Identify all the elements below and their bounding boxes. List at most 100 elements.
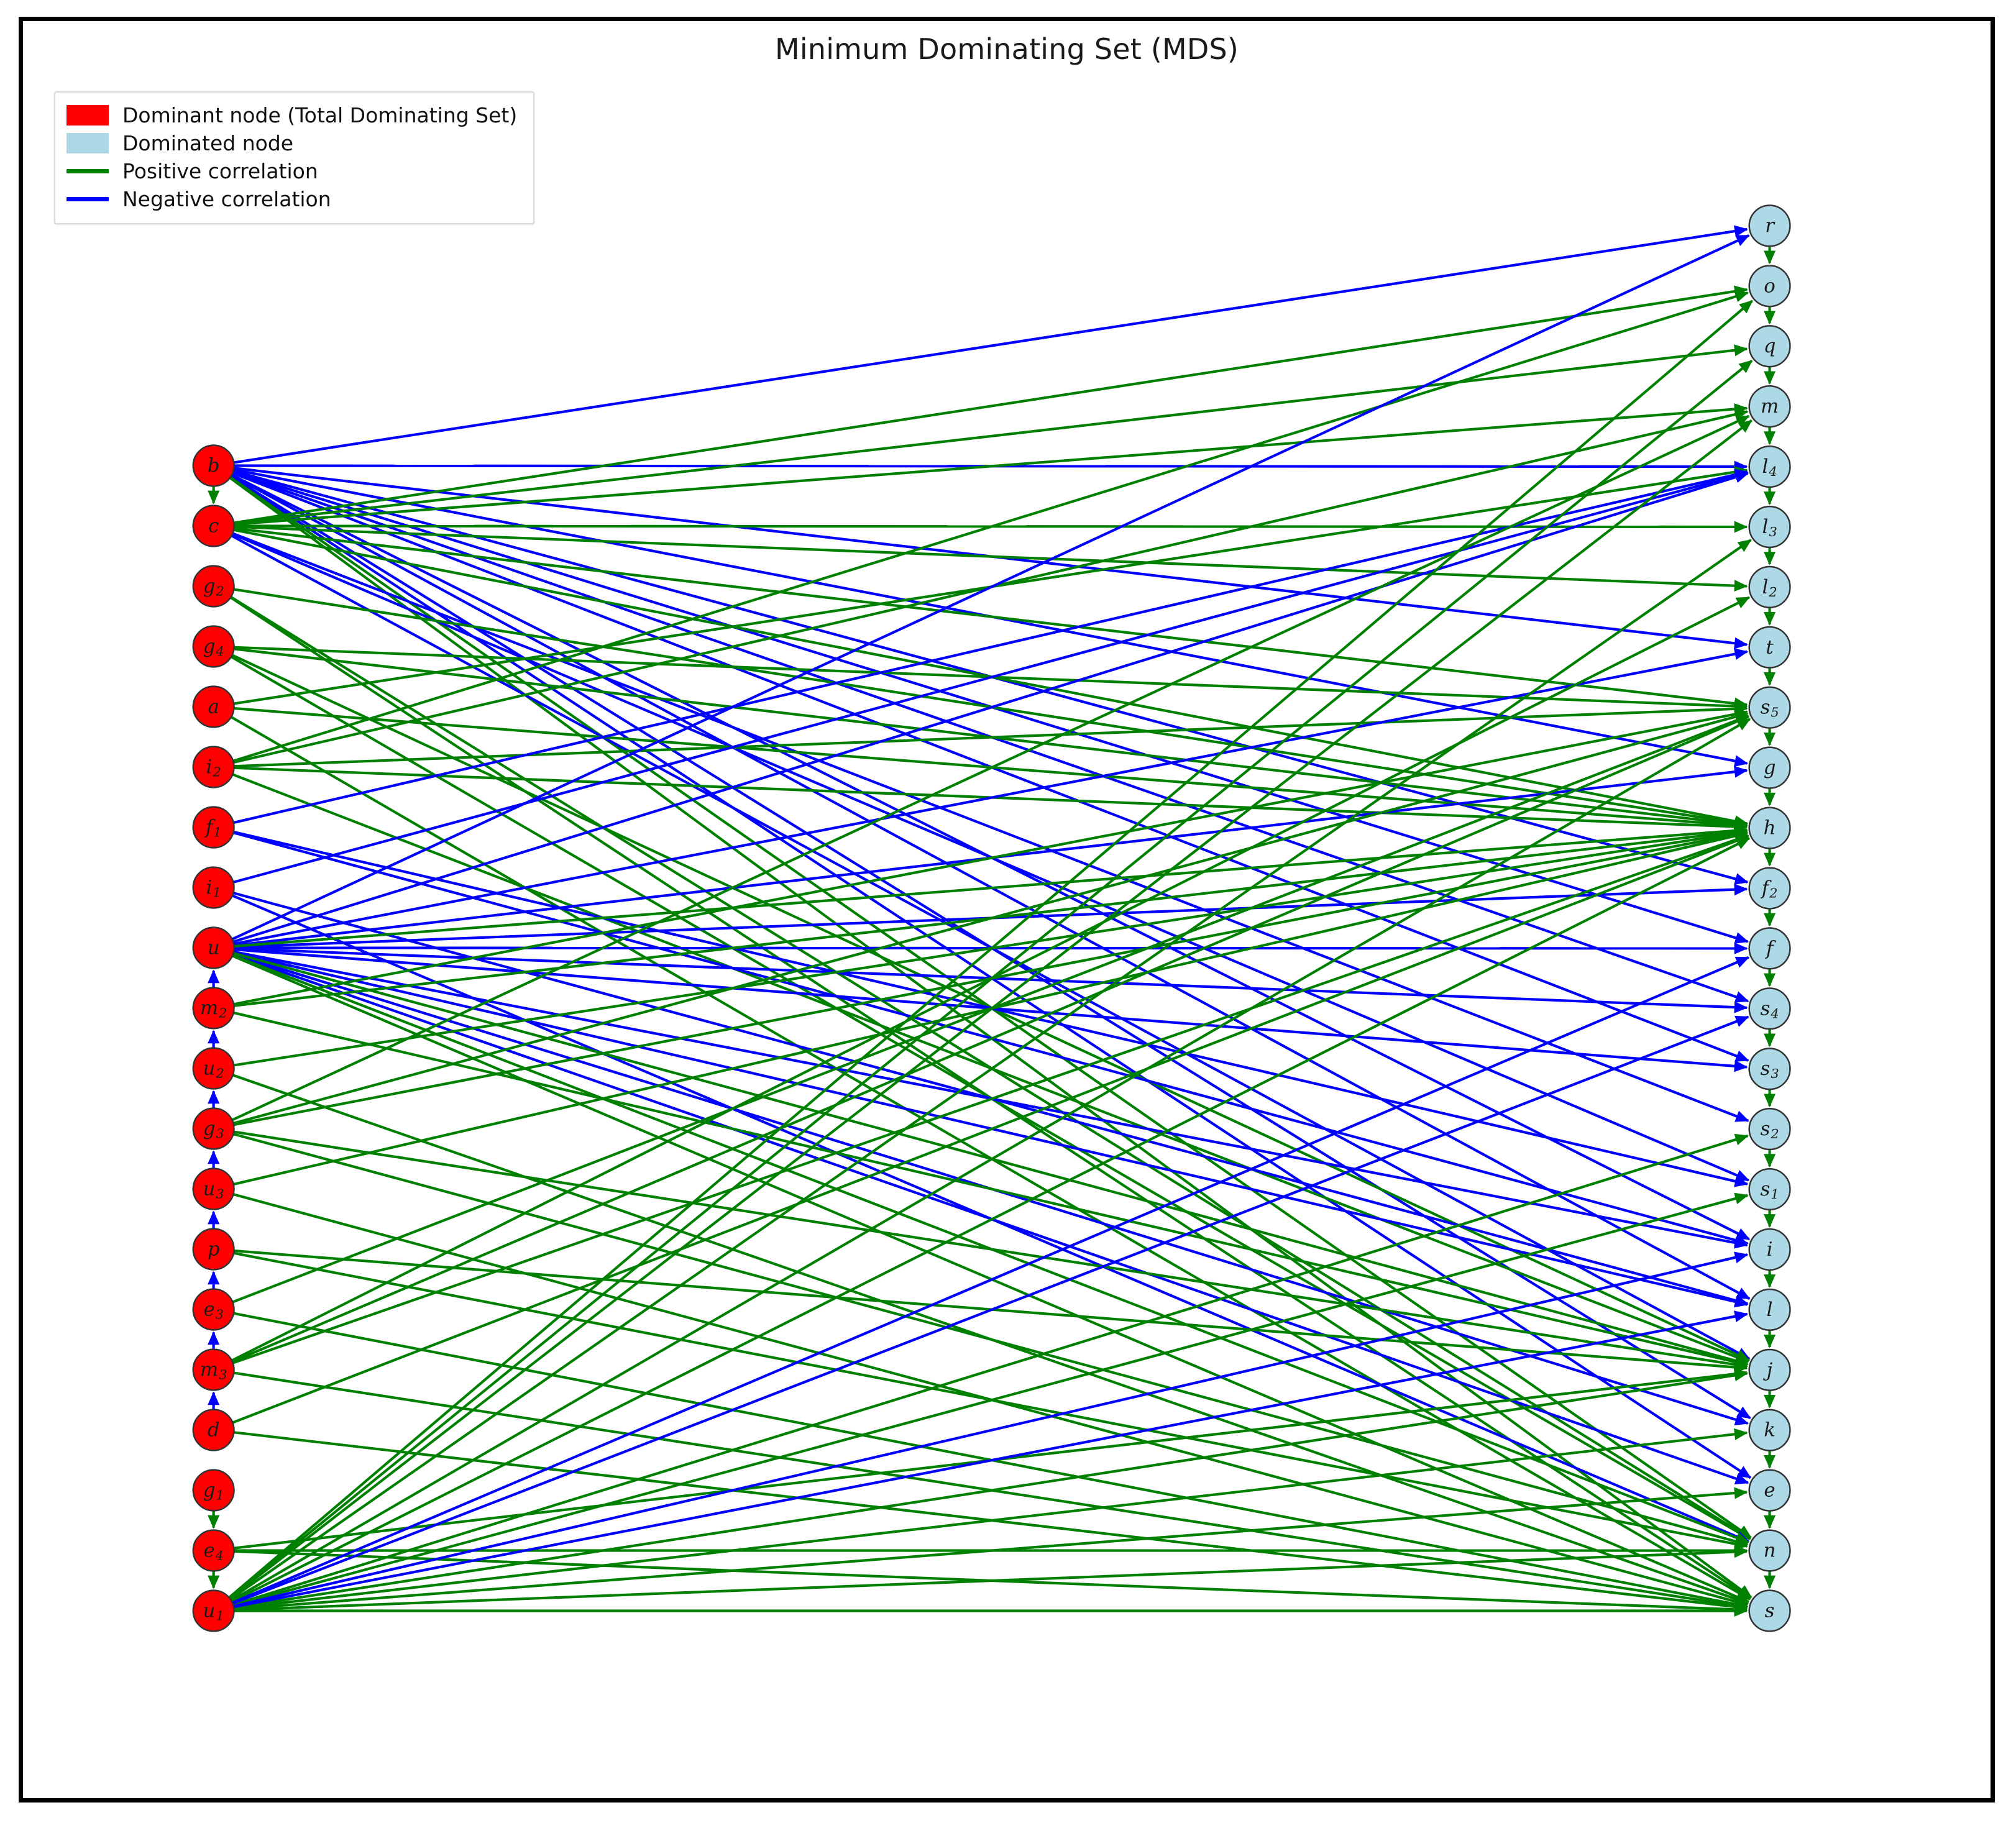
graph-node-o[interactable]: o: [1748, 265, 1791, 308]
graph-node-s3[interactable]: s3: [1748, 1048, 1791, 1090]
graph-node-l3[interactable]: l3: [1748, 505, 1791, 549]
node-circle: [1748, 445, 1791, 488]
node-circle: [192, 1228, 235, 1271]
graph-node-s[interactable]: s: [1748, 1589, 1791, 1632]
graph-node-g[interactable]: g: [1748, 746, 1791, 789]
graph-node-h[interactable]: h: [1748, 806, 1791, 849]
graph-node-r[interactable]: r: [1748, 204, 1791, 247]
graph-node-i2[interactable]: i2: [192, 746, 235, 788]
edge-positive-c-o: [233, 285, 1748, 524]
edge-positive-u1-s5: [231, 718, 1751, 1602]
node-circle: [1748, 1348, 1791, 1391]
node-circle: [192, 926, 235, 969]
graph-node-b[interactable]: b: [192, 444, 235, 487]
node-label: b: [208, 455, 220, 477]
node-circle: [192, 1288, 235, 1331]
graph-node-g2[interactable]: g2: [192, 565, 235, 608]
graph-node-g1[interactable]: g1: [192, 1469, 235, 1512]
graph-node-e[interactable]: e: [1748, 1469, 1791, 1512]
node-circle: [1748, 806, 1791, 849]
node-label: u: [208, 936, 220, 959]
legend-item-dominant-node: Dominant node (Total Dominating Set): [66, 101, 517, 129]
graph-node-l[interactable]: l: [1748, 1288, 1791, 1331]
graph-node-f2[interactable]: f2: [1748, 867, 1791, 910]
node-circle: [192, 1167, 235, 1210]
node-circle: [192, 1469, 235, 1512]
edge-positive-u1-o: [228, 299, 1753, 1599]
node-circle: [1748, 987, 1791, 1030]
node-circle: [1748, 565, 1791, 608]
graph-node-l2[interactable]: l2: [1748, 565, 1791, 608]
graph-node-s2[interactable]: s2: [1748, 1108, 1791, 1151]
edge-positive-u1-h: [231, 837, 1751, 1603]
graph-node-p[interactable]: p: [192, 1228, 235, 1271]
graph-node-u[interactable]: u: [192, 926, 235, 969]
network-plot-area: Minimum Dominating Set (MDS) b c g2 g4 a i2 f1…: [23, 21, 1991, 1798]
dominated-node-swatch: [66, 133, 109, 153]
graph-node-t[interactable]: t: [1748, 626, 1791, 669]
graph-node-n[interactable]: n: [1748, 1529, 1791, 1572]
node-circle: [192, 1107, 235, 1150]
edge-positive-g3-n: [232, 1133, 1749, 1547]
node-label: t: [1766, 636, 1774, 659]
node-circle: [1748, 1048, 1791, 1090]
graph-node-u1[interactable]: u1: [192, 1589, 235, 1632]
positive-correlation-line-key: [66, 169, 109, 173]
node-circle: [1748, 1409, 1791, 1451]
graph-node-l4[interactable]: l4: [1748, 445, 1791, 488]
dominant-node-swatch: [66, 105, 109, 126]
node-circle: [1748, 927, 1791, 970]
plot-frame: Minimum Dominating Set (MDS) b c g2 g4 a i2 f1…: [19, 17, 1995, 1802]
graph-node-k[interactable]: k: [1748, 1409, 1791, 1451]
node-label: l: [1767, 1299, 1773, 1321]
graph-node-g4[interactable]: g4: [192, 625, 235, 668]
node-circle: [192, 746, 235, 788]
graph-node-i[interactable]: i: [1748, 1228, 1791, 1271]
edge-positive-c-m: [234, 403, 1748, 526]
graph-node-u2[interactable]: u2: [192, 1047, 235, 1090]
graph-node-i1[interactable]: i1: [192, 866, 235, 909]
node-circle: [1748, 1228, 1791, 1271]
node-circle: [192, 625, 235, 668]
page-title: Minimum Dominating Set (MDS): [774, 32, 1239, 66]
node-circle: [1748, 505, 1791, 549]
legend-item-negative-correlation: Negative correlation: [66, 185, 517, 213]
graph-node-m2[interactable]: m2: [192, 987, 235, 1030]
graph-node-m3[interactable]: m3: [192, 1348, 235, 1391]
node-circle: [1748, 1167, 1791, 1211]
graph-node-f[interactable]: f: [1748, 927, 1791, 970]
graph-node-e3[interactable]: e3: [192, 1288, 235, 1331]
legend-label-negative-correlation: Negative correlation: [122, 187, 331, 211]
node-label: l3: [1762, 516, 1777, 539]
edge-negative-u-r: [231, 234, 1750, 941]
edge-layer: [208, 225, 1776, 1617]
edge-positive-c-l2: [234, 525, 1748, 592]
graph-node-s4[interactable]: s4: [1748, 987, 1791, 1030]
graph-node-u3[interactable]: u3: [192, 1167, 235, 1210]
graph-node-j[interactable]: j: [1748, 1348, 1791, 1391]
node-circle: [192, 444, 235, 487]
graph-node-m[interactable]: m: [1748, 385, 1791, 428]
edge-positive-d-h: [232, 834, 1749, 1424]
node-circle: [192, 505, 235, 547]
graph-node-c[interactable]: c: [192, 505, 235, 547]
graph-node-d[interactable]: d: [192, 1409, 235, 1451]
graph-node-f1[interactable]: f1: [192, 806, 235, 849]
graph-node-g3[interactable]: g3: [192, 1107, 235, 1150]
graph-node-e4[interactable]: e4: [192, 1529, 235, 1572]
node-label: h: [1764, 817, 1776, 839]
edge-positive-u1-q: [228, 359, 1753, 1599]
graph-node-a[interactable]: a: [192, 685, 235, 728]
graph-node-s1[interactable]: s1: [1748, 1167, 1791, 1211]
edge-positive-u1-m: [229, 419, 1753, 1600]
edge-positive-m3-h: [232, 834, 1749, 1364]
edge-negative-b-r: [233, 225, 1748, 464]
node-circle: [192, 565, 235, 608]
node-label: n: [1764, 1540, 1776, 1562]
graph-node-q[interactable]: q: [1748, 325, 1791, 368]
edge-positive-u1-n: [234, 1546, 1748, 1612]
edge-positive-g3-j: [233, 1130, 1748, 1371]
edge-positive-c-s5: [234, 527, 1748, 710]
graph-node-s5[interactable]: s5: [1748, 686, 1791, 729]
legend-label-dominated-node: Dominated node: [122, 131, 294, 155]
